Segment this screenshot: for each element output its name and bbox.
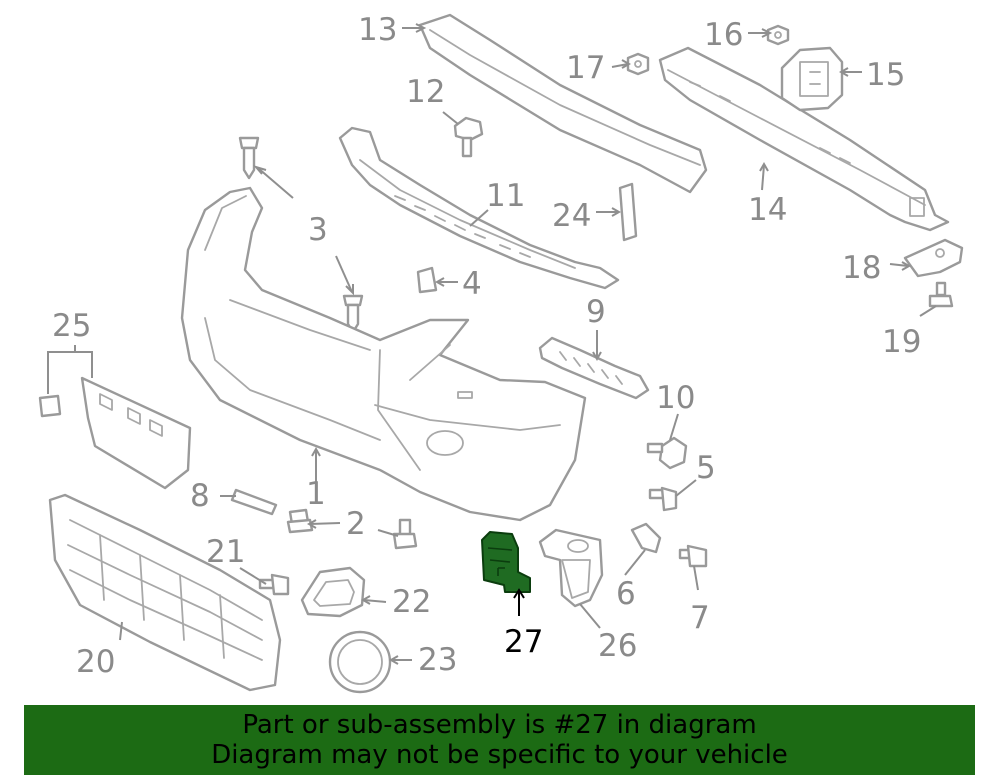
part-9-side-grille[interactable] [538,336,650,400]
leader-lines [47,23,937,665]
banner-line-2: Diagram may not be specific to your vehi… [211,740,788,770]
part-24-bracket[interactable] [618,182,638,242]
part-26-sensor-bracket[interactable] [538,528,604,608]
callout-17: 17 [566,50,605,86]
callout-23: 23 [418,642,457,678]
callout-4: 4 [462,266,482,302]
part-13-upper-reinforcement[interactable] [418,13,708,194]
part-2-bolt[interactable] [392,518,418,550]
callout-13: 13 [358,12,397,48]
part-16-nut[interactable] [766,24,790,46]
callout-18: 18 [842,250,881,286]
callout-26: 26 [598,628,637,664]
part-27-highlighted-bracket[interactable] [481,531,531,593]
part-10-bolt[interactable] [646,436,688,470]
parts-diagram: 13 16 17 15 12 11 14 24 3 18 4 9 25 19 1… [38,12,964,694]
part-17-nut[interactable] [626,52,650,76]
callout-27: 27 [504,624,543,660]
callout-20: 20 [76,644,115,680]
part-bolt-near-1[interactable] [286,508,314,534]
part-20-lower-grille[interactable] [48,493,282,692]
callout-1: 1 [306,476,326,512]
callout-19: 19 [882,324,921,360]
part-23-fog-ring[interactable] [328,630,392,694]
callout-21: 21 [206,534,245,570]
part-15-mount-bracket[interactable] [780,46,844,112]
callout-24: 24 [552,198,591,234]
part-3-clip-lower[interactable] [342,294,364,334]
part-6-clip[interactable] [630,522,662,554]
part-19-bolt[interactable] [928,281,954,308]
part-25-license-bracket[interactable] [38,376,192,490]
part-22-fog-bezel[interactable] [300,566,366,618]
callout-8: 8 [190,478,210,514]
part-7-screw[interactable] [678,544,708,568]
part-8-strip[interactable] [230,488,278,516]
callout-7: 7 [690,600,710,636]
callout-3: 3 [308,212,328,248]
part-11-retainer[interactable] [338,126,620,290]
part-12-bolt[interactable] [453,116,484,158]
callout-15: 15 [866,57,905,93]
banner-line-1: Part or sub-assembly is #27 in diagram [242,710,757,740]
part-21-bolt[interactable] [258,573,290,596]
callout-12: 12 [406,74,445,110]
part-18-side-bracket[interactable] [903,238,964,278]
part-4-clip-nut[interactable] [416,266,438,294]
part-3-clip-upper[interactable] [238,136,260,180]
callout-5: 5 [696,450,716,486]
part-5-screw[interactable] [648,486,678,512]
callout-6: 6 [616,576,636,612]
info-banner: Part or sub-assembly is #27 in diagram D… [24,705,975,775]
callout-2: 2 [346,506,366,542]
callout-9: 9 [586,294,606,330]
callout-22: 22 [392,584,431,620]
part-1-bumper-cover[interactable] [180,186,587,522]
callout-25: 25 [52,308,91,344]
callout-14: 14 [748,192,787,228]
callout-10: 10 [656,380,695,416]
callout-16: 16 [704,17,743,53]
callout-11: 11 [486,178,525,214]
